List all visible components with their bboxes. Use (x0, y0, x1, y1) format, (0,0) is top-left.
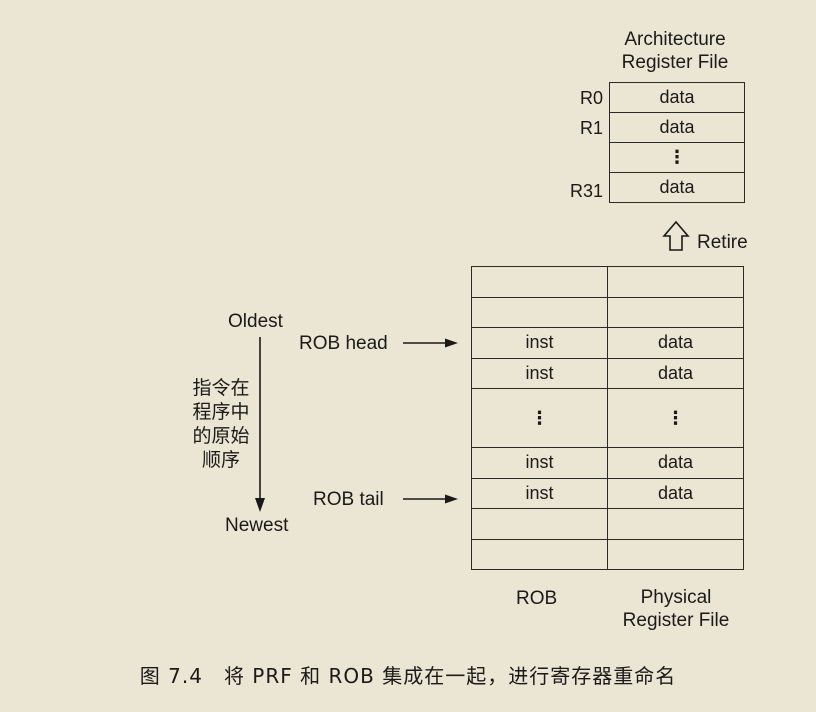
prf-label-line1: Physical (640, 587, 712, 608)
arf-row: data (609, 172, 745, 203)
retire-label: Retire (697, 232, 748, 253)
prf-label-line2: Register File (622, 610, 730, 631)
prf-ellipsis: ⋮ (607, 388, 744, 448)
arf-cell: data (609, 172, 745, 203)
table-row (471, 266, 744, 298)
prf-cell (607, 296, 744, 328)
prf-cell: data (607, 477, 744, 509)
prf-cell (607, 266, 744, 298)
rob-cell: inst (471, 327, 608, 359)
description-line: 程序中 (192, 401, 250, 423)
arf-row: data (609, 82, 745, 113)
head-arrow-head-icon (445, 338, 458, 348)
arf-cell: data (609, 112, 745, 143)
description-line: 顺序 (201, 449, 240, 471)
rob-cell (471, 296, 608, 328)
prf-cell: data (607, 447, 744, 479)
rob-cell (471, 538, 608, 570)
table-row: ⋮ ⋮ (471, 388, 744, 448)
arf-cell: data (609, 82, 745, 113)
newest-label: Newest (225, 515, 289, 536)
arf-row: data (609, 112, 745, 143)
arf-title: Architecture Register File (600, 28, 750, 74)
tail-arrow-head-icon (445, 494, 458, 504)
rob-cell (471, 266, 608, 298)
rob-cell (471, 508, 608, 540)
prf-cell (607, 508, 744, 540)
arf-title-line1: Architecture (624, 29, 726, 50)
description-line: 的原始 (192, 425, 250, 447)
table-row: inst data (471, 357, 744, 389)
prf-column-label: Physical Register File (606, 586, 746, 632)
figure-caption: 图 7.4 将 PRF 和 ROB 集成在一起，进行寄存器重命名 (139, 664, 677, 688)
rob-column-label: ROB (516, 588, 558, 609)
rob-cell: inst (471, 447, 608, 479)
rob-head-label: ROB head (299, 333, 388, 354)
rob-ellipsis: ⋮ (471, 388, 608, 448)
register-label-r0: R0 (579, 88, 603, 108)
arf-row: ⋮ (609, 142, 745, 173)
prf-cell: data (607, 357, 744, 389)
retire-arrow-icon (662, 220, 690, 251)
arf-table: data data ⋮ data (609, 82, 745, 203)
oldest-label: Oldest (228, 311, 283, 332)
prf-cell (607, 538, 744, 570)
register-label-r1: R1 (579, 118, 603, 138)
arf-ellipsis: ⋮ (609, 142, 745, 173)
rob-prf-table: inst data inst data ⋮ ⋮ inst data inst d… (471, 266, 744, 570)
prf-cell: data (607, 327, 744, 359)
description-line: 指令在 (192, 377, 250, 399)
arf-title-line2: Register File (621, 52, 729, 73)
table-row (471, 296, 744, 328)
table-row: inst data (471, 327, 744, 359)
table-row (471, 508, 744, 540)
register-label-r31: R31 (569, 181, 603, 201)
order-arrow-head-icon (255, 498, 265, 512)
table-row (471, 538, 744, 570)
rob-cell: inst (471, 477, 608, 509)
program-order-description: 指令在 程序中 的原始 顺序 (186, 376, 256, 472)
rob-cell: inst (471, 357, 608, 389)
table-row: inst data (471, 447, 744, 479)
rob-tail-label: ROB tail (313, 489, 384, 510)
table-row: inst data (471, 477, 744, 509)
